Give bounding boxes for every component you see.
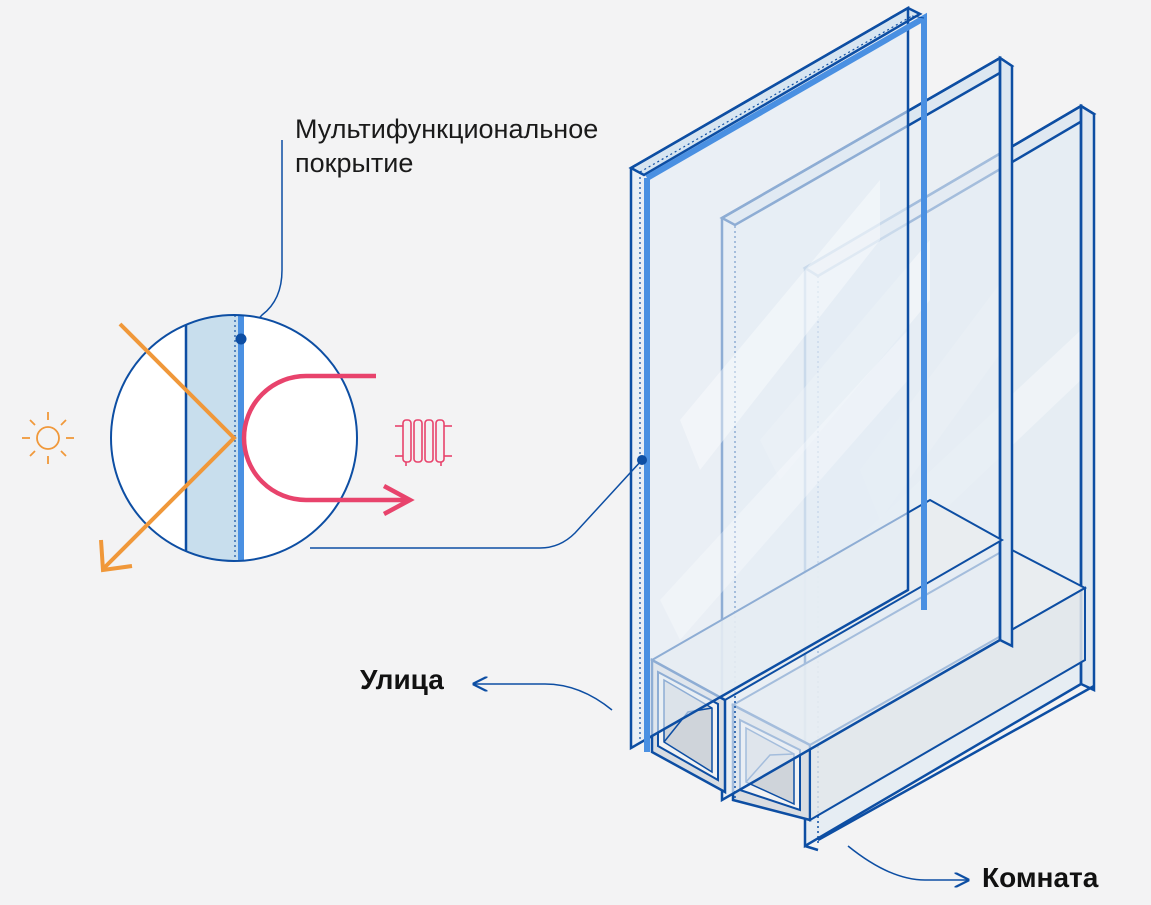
coating-label: Мультифункциональное покрытие [295, 112, 598, 180]
coating-label-line2: покрытие [295, 148, 414, 178]
leader-lines [240, 140, 647, 549]
sunlight-arrow [99, 322, 237, 573]
heat-reflection-arrow [241, 373, 415, 516]
glass-pane-outer [628, 5, 927, 752]
radiator-icon [395, 419, 452, 466]
street-arrow [474, 684, 613, 711]
sun-icon [22, 412, 74, 464]
street-label: Улица [360, 664, 444, 695]
coating-label-line1: Мультифункциональное [295, 114, 599, 144]
room-label: Комната [982, 862, 1099, 893]
room-arrow [847, 845, 968, 880]
